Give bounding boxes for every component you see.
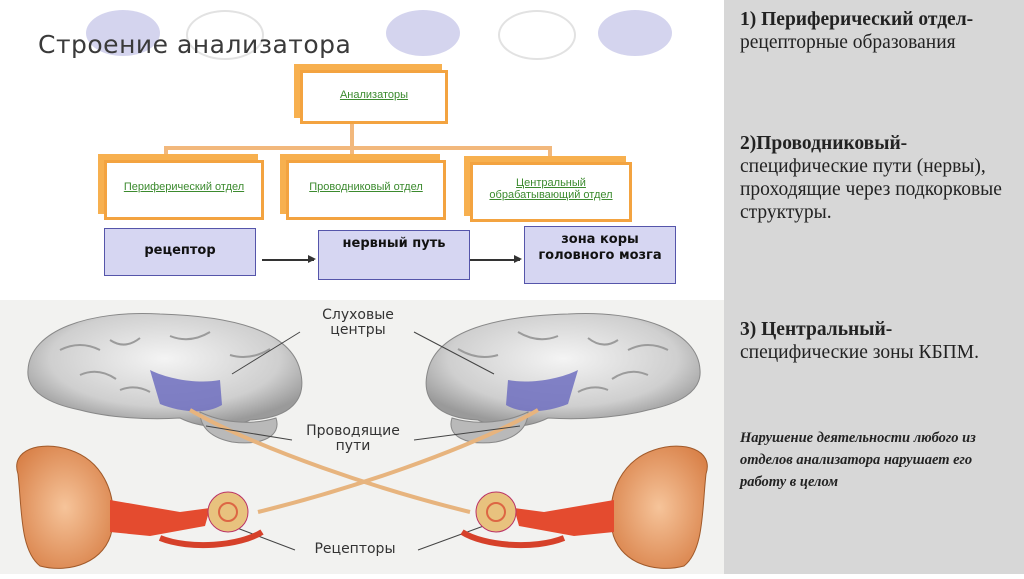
division-box-central: Центральный обрабатывающий отдел — [470, 162, 632, 222]
item-text: специфические зоны КБПМ. — [740, 342, 979, 363]
division-box-conductive: Проводниковый отдел — [286, 160, 446, 220]
slide-left-panel: Строение анализатора Анализаторы Перифер… — [0, 10, 724, 574]
tree-connector — [350, 146, 354, 160]
label-auditory-centers: Слуховые центры — [322, 307, 394, 338]
tree-connector — [548, 146, 552, 162]
decor-circle — [186, 10, 264, 60]
tree-connector — [164, 146, 552, 150]
arrow-right — [470, 256, 522, 262]
brain-ear-drawing — [16, 313, 708, 569]
division-label: Центральный обрабатывающий отдел — [489, 177, 613, 201]
label-conducting-paths: Проводящие пути — [306, 423, 400, 454]
decor-circle — [86, 10, 160, 56]
left-ear — [16, 445, 264, 569]
item-text: специфические пути (нервы), проходящие ч… — [740, 156, 1002, 223]
right-brain — [425, 313, 701, 444]
sidebar-item-1: 1) Периферический отдел- рецепторные обр… — [740, 8, 1010, 54]
chain-box-nerve-path: нервный путь — [318, 230, 470, 280]
decor-circle — [598, 10, 672, 56]
label-receptors: Рецепторы — [314, 541, 396, 557]
decor-circle — [498, 10, 576, 60]
chain-label: нервный путь — [342, 236, 446, 251]
slide-right-panel — [724, 0, 1024, 574]
decor-circle — [386, 10, 460, 56]
sidebar-item-3: 3) Центральный- специфические зоны КБПМ. — [740, 318, 980, 364]
chain-label: рецептор — [144, 243, 216, 258]
hearing-illustration: Слуховые центры Проводящие пути Рецептор… — [0, 300, 724, 574]
item-text: рецепторные образования — [740, 32, 956, 53]
right-ear — [460, 445, 708, 569]
sidebar-note: Нарушение деятельности любого из отделов… — [740, 430, 976, 490]
tree-connector — [350, 118, 354, 148]
division-box-peripheral: Периферический отдел — [104, 160, 264, 220]
left-brain — [27, 313, 303, 444]
arrow-right — [262, 256, 316, 262]
chain-box-receptor: рецептор — [104, 228, 256, 276]
item-heading: 2)Проводниковый- — [740, 133, 908, 154]
item-heading: 3) Центральный- — [740, 319, 893, 340]
division-label: Периферический отдел — [123, 181, 245, 193]
division-label: Проводниковый отдел — [309, 181, 423, 193]
chain-label: зона коры головного мозга — [538, 232, 662, 263]
chain-box-cortex: зона коры головного мозга — [524, 226, 676, 284]
root-label: Анализаторы — [339, 89, 409, 101]
root-box: Анализаторы — [300, 70, 448, 124]
item-heading: 1) Периферический отдел- — [740, 9, 974, 30]
slide-title: Строение анализатора — [38, 30, 352, 59]
sidebar-item-2: 2)Проводниковый- специфические пути (нер… — [740, 132, 1010, 224]
tree-connector — [164, 146, 168, 160]
